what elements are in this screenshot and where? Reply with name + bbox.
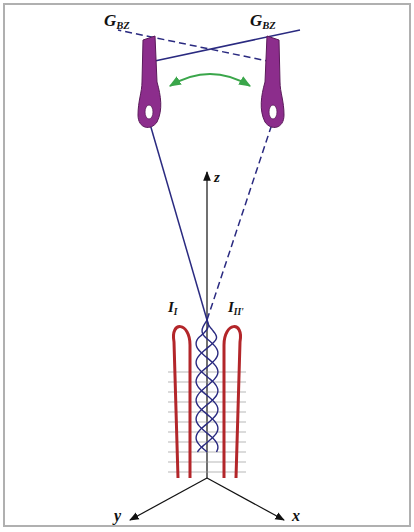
ladder-line — [168, 382, 246, 383]
symbol-label: GBZ — [250, 12, 276, 32]
strand — [207, 124, 272, 320]
rod-loop — [173, 327, 190, 478]
gripper — [138, 36, 161, 127]
symbol-label: II — [168, 300, 177, 317]
braid-strand — [196, 320, 218, 452]
ladder-line — [168, 412, 246, 413]
strand — [118, 30, 272, 62]
braid-strand — [196, 320, 218, 452]
strand — [150, 124, 207, 320]
axis-label: z — [214, 170, 220, 185]
ladder-line — [168, 372, 246, 373]
symbol-label: III' — [228, 300, 244, 317]
motion-arrow — [170, 74, 250, 86]
gripper — [261, 36, 284, 127]
frame — [4, 4, 410, 526]
y-axis — [130, 478, 207, 520]
ladder-line — [168, 472, 246, 473]
braid-strand — [196, 320, 218, 452]
rod-loop — [224, 327, 241, 478]
axis-label: y — [114, 508, 121, 524]
ladder-line — [168, 462, 246, 463]
ladder-line — [168, 422, 246, 423]
ladder-line — [168, 392, 246, 393]
symbol-label: GBZ — [104, 12, 130, 32]
x-axis — [207, 478, 284, 520]
ladder-lines — [168, 372, 246, 472]
braid — [196, 320, 218, 452]
ladder-line — [168, 402, 246, 403]
axis-label: x — [292, 508, 300, 524]
